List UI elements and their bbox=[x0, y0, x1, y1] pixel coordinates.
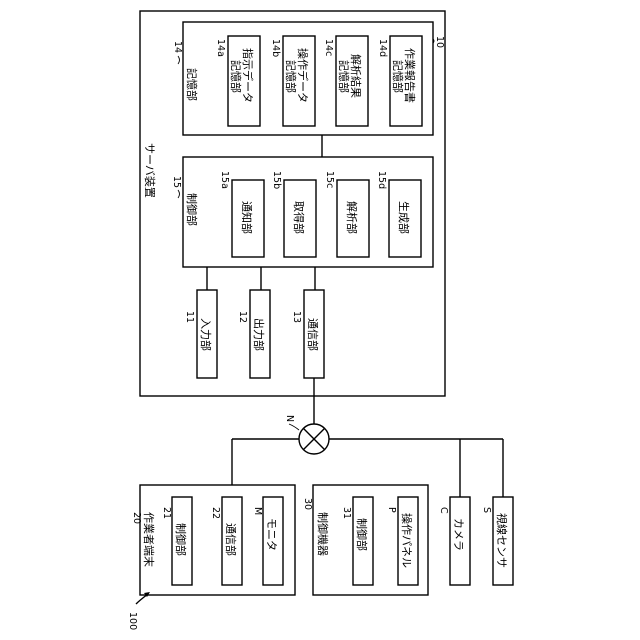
network-ref-leader bbox=[289, 424, 299, 430]
operation-data-label-1: 操作データ bbox=[296, 48, 310, 103]
analyze-label: 解析部 bbox=[345, 201, 359, 234]
machine-label: 制御機器 bbox=[316, 512, 330, 556]
control-label: 制御部 bbox=[185, 193, 199, 226]
terminal-label: 作業者端末 bbox=[142, 512, 156, 567]
acquire-label: 取得部 bbox=[292, 201, 306, 234]
sensor-label: 視線センサ bbox=[495, 513, 509, 568]
term-comm-ref: 22 bbox=[210, 507, 221, 519]
notify-ref: 15a bbox=[219, 171, 230, 189]
control-ref: 15 bbox=[171, 176, 182, 188]
monitor-ref: M bbox=[252, 507, 263, 515]
analyze-ref: 15c bbox=[324, 171, 335, 188]
generate-label: 生成部 bbox=[397, 201, 411, 234]
system-ref: 100 bbox=[127, 612, 138, 630]
server-label: サーバ装置 bbox=[143, 143, 156, 198]
camera-label: カメラ bbox=[452, 518, 465, 551]
comm-ref: 13 bbox=[291, 311, 302, 323]
term-comm-label: 通信部 bbox=[224, 523, 238, 556]
output-ref: 12 bbox=[237, 311, 248, 323]
terminal-ref: 20 bbox=[131, 512, 142, 524]
input-ref: 11 bbox=[184, 311, 195, 323]
machine-control-label: 制御部 bbox=[355, 518, 369, 551]
term-control-ref: 21 bbox=[161, 507, 172, 519]
camera-ref: C bbox=[438, 507, 449, 514]
monitor-label: モニタ bbox=[265, 518, 278, 551]
storage-label: 記憶部 bbox=[185, 68, 199, 101]
generate-ref: 15d bbox=[376, 171, 387, 189]
machine-ref: 30 bbox=[302, 498, 313, 510]
output-label: 出力部 bbox=[252, 318, 266, 351]
instruction-data-label-2: 記憶部 bbox=[229, 60, 243, 93]
storage-ref: 14 bbox=[172, 41, 183, 53]
input-label: 入力部 bbox=[199, 318, 213, 351]
work-report-label-2: 記憶部 bbox=[391, 60, 405, 93]
machine-control-ref: 31 bbox=[341, 507, 352, 519]
instruction-data-ref: 14a bbox=[215, 39, 226, 57]
work-report-label-1: 作業報告書 bbox=[403, 48, 417, 103]
panel-label: 操作パネル bbox=[400, 513, 414, 568]
server-ref: 10 bbox=[434, 36, 445, 48]
sensor-ref: S bbox=[481, 507, 492, 513]
comm-label: 通信部 bbox=[306, 318, 320, 351]
analysis-result-label-2: 記憶部 bbox=[337, 60, 351, 93]
instruction-data-label-1: 指示データ bbox=[241, 48, 255, 103]
work-report-ref: 14d bbox=[377, 39, 388, 57]
network-ref: N bbox=[284, 415, 295, 422]
notify-label: 通知部 bbox=[240, 201, 254, 234]
analysis-result-ref: 14c bbox=[323, 39, 334, 56]
analysis-result-label-1: 解析結果 bbox=[349, 54, 363, 98]
term-control-label: 制御部 bbox=[174, 523, 188, 556]
panel-ref: P bbox=[386, 507, 397, 513]
operation-data-label-2: 記憶部 bbox=[284, 60, 298, 93]
acquire-ref: 15b bbox=[271, 171, 282, 189]
operation-data-ref: 14b bbox=[270, 39, 281, 57]
